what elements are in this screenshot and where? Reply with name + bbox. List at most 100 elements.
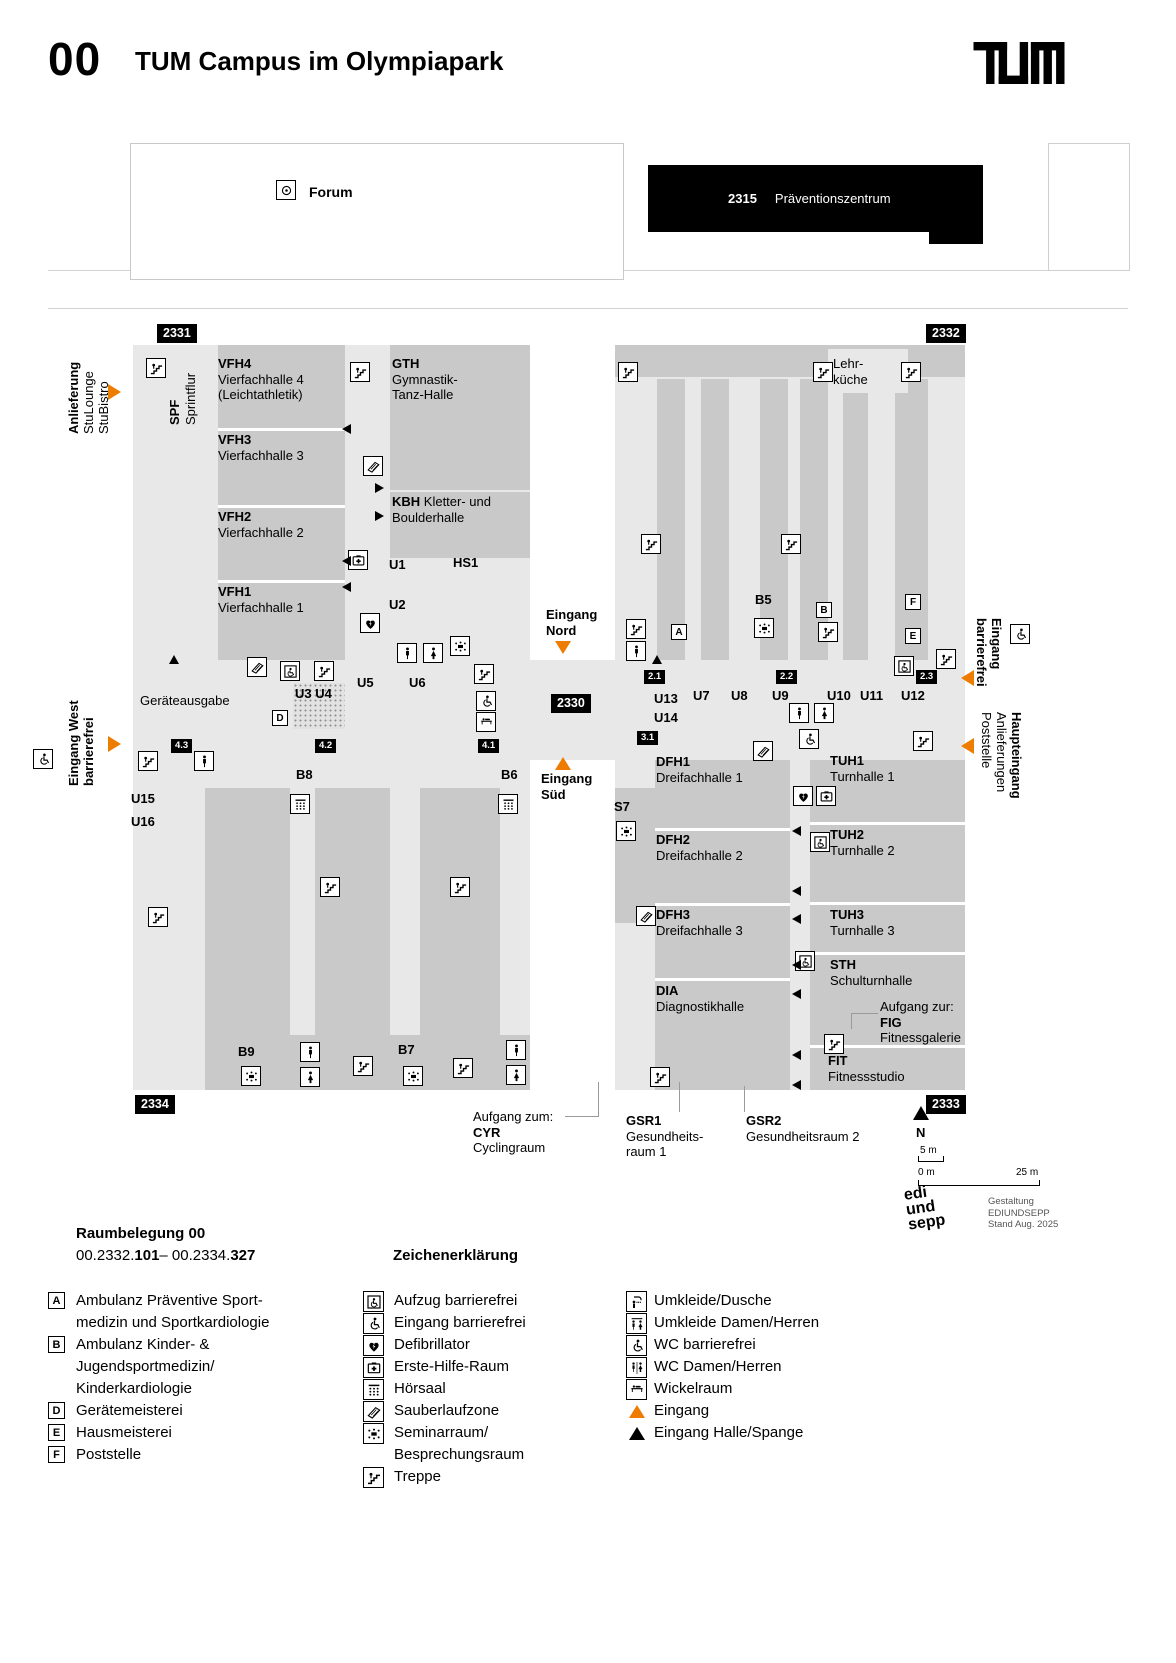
position-marker-2.1: 2.1 [644, 670, 666, 684]
room-label-text: Turnhalle 3 [830, 922, 895, 938]
legend-letter-a: A [48, 1292, 65, 1309]
room-label-text: Aufgang zur: [880, 999, 954, 1014]
clean-zone-icon [363, 1401, 384, 1422]
room-label-text: TUH1 [830, 753, 864, 768]
room-label-text: Diagnostikhalle [656, 998, 745, 1014]
room-label-text: Fitnessgalerie [880, 1030, 961, 1045]
room-label-text: Boulderhalle [392, 509, 465, 525]
legend-label-eingang-barrierefrei: Eingang barrierefrei [394, 1312, 526, 1334]
wc-men-icon [300, 1042, 320, 1062]
legend-label-treppe: Treppe [394, 1466, 441, 1488]
hall-entrance-triangle [792, 1050, 801, 1060]
legend-label-seminarraum: Seminarraum/Besprechungsraum [394, 1422, 524, 1466]
legend-label-eingang: Eingang [654, 1400, 709, 1422]
position-marker-2.3: 2.3 [916, 670, 938, 684]
room-label-text: Geräteausgabe [140, 693, 230, 708]
edge-label-text: Eingang West [66, 700, 81, 786]
legend-label-ambulanz-kinder: Ambulanz Kinder- &Jugendsportmedizin/Kin… [76, 1334, 214, 1400]
lecture-hall-icon [498, 794, 518, 814]
stairs-icon [138, 751, 158, 771]
legend-label-line: Ambulanz Präventive Sport- [76, 1292, 263, 1309]
seminar-room-icon [450, 636, 470, 656]
plan-block [655, 828, 790, 831]
plan-block [655, 978, 790, 981]
legend-label-line: Defibrillator [394, 1336, 470, 1353]
room-label-text: Eingang [546, 607, 598, 622]
wc-women-icon [814, 703, 834, 723]
level-number: 00 [48, 33, 102, 85]
legend-letter-f: F [48, 1446, 65, 1463]
seminar-room-icon [403, 1066, 423, 1086]
wc-men-icon [397, 643, 417, 663]
stairs-icon [474, 664, 494, 684]
room-label-text: Süd [541, 786, 566, 802]
entrance-triangle [555, 641, 571, 654]
credit-text: Gestaltung EDIUNDSEPP Stand Aug. 2025 [988, 1196, 1058, 1231]
room-label-text: küche [833, 371, 868, 387]
room-label-text: CYR [473, 1124, 501, 1140]
hall-entrance-triangle [169, 655, 179, 664]
credit-line: Gestaltung [988, 1196, 1034, 1207]
room-label-u6: U6 [409, 675, 426, 691]
room-label-u5: U5 [357, 675, 374, 691]
edge-label-text: Anlieferung [66, 361, 81, 434]
clean-zone-icon [753, 741, 773, 761]
room-label-u9: U9 [772, 688, 789, 704]
praeventionszentrum-bar: 2315 Präventionszentrum [648, 165, 983, 232]
hall-entrance-triangle [375, 511, 384, 521]
plan-block [390, 345, 530, 490]
first-aid-icon [816, 786, 836, 806]
page-title: TUM Campus im Olympiapark [135, 46, 504, 76]
plan-block [828, 349, 908, 393]
range-text: 101 [134, 1247, 160, 1264]
edge-label-text: Eingang [989, 618, 1004, 670]
stairs-icon [320, 877, 340, 897]
legend-label-line: Jugendsportmedizin/ [76, 1358, 215, 1375]
room-label-u2: U2 [389, 597, 406, 613]
legend-label-line: Gerätemeisterei [76, 1402, 183, 1419]
plan-block [843, 379, 868, 660]
plan-block [390, 492, 530, 558]
room-label-text: Turnhalle 1 [830, 768, 895, 784]
hall-entrance-triangle [792, 914, 801, 924]
legend-label-line: Sauberlaufzone [394, 1402, 500, 1419]
scale-5m-ruler [918, 1156, 944, 1162]
stairs-icon [148, 907, 168, 927]
scale-25m-ruler [918, 1180, 1040, 1186]
plan-block [420, 788, 500, 1035]
plan-block [205, 788, 290, 1035]
first-aid-icon [363, 1357, 384, 1378]
tum-logo [973, 42, 1065, 89]
hall-entrance-triangle [792, 826, 801, 836]
plan-block [810, 760, 965, 1090]
sector-plate-2331: 2331 [157, 324, 197, 343]
stairs-icon [781, 534, 801, 554]
room-label-text: Sprintflur [182, 372, 198, 425]
stairs-icon [818, 622, 838, 642]
legend-letter-d: D [48, 1402, 65, 1419]
room-label-b7: B7 [398, 1042, 415, 1058]
legend-label-hausmeisterei: Hausmeisterei [76, 1422, 172, 1444]
legend-label-ambulanz-präventive-sport: Ambulanz Präventive Sport-medizin und Sp… [76, 1290, 269, 1334]
room-label-text: S7 [614, 799, 630, 814]
room-label-text: U7 [693, 688, 710, 703]
stairs-icon [450, 877, 470, 897]
seminar-room-icon [241, 1066, 261, 1086]
room-number: 2315 [728, 191, 757, 206]
room-label-b9: B9 [238, 1044, 255, 1060]
letter-box-e: E [905, 628, 921, 644]
room-label-text: TUH3 [830, 907, 864, 922]
clean-zone-icon [247, 657, 267, 677]
entrance-triangle [555, 757, 571, 770]
legend-label-gerätemeisterei: Gerätemeisterei [76, 1400, 183, 1422]
room-label-text: VFH4 [218, 356, 252, 371]
